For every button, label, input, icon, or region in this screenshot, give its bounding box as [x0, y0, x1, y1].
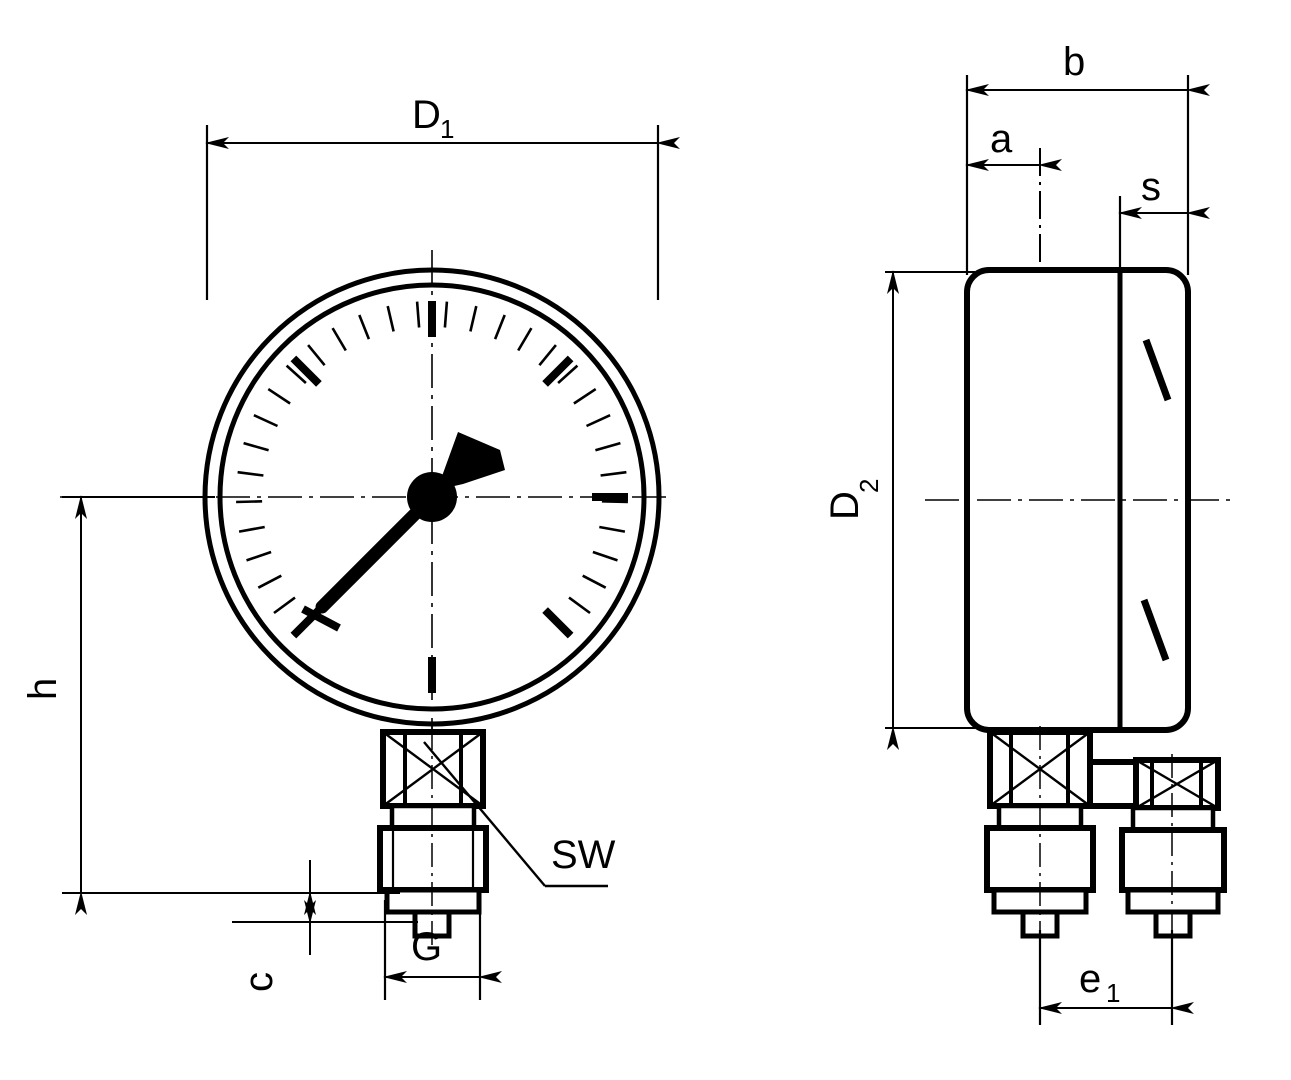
dimension-label-g: G	[411, 925, 442, 969]
right-hex-cross-b	[1135, 758, 1219, 810]
dimension-label-b: b	[1063, 40, 1085, 84]
dial-minor-tick	[517, 327, 533, 352]
dial-minor-tick	[600, 470, 627, 477]
dial-minor-tick	[243, 441, 269, 452]
side-view-group: b a s D 2	[823, 40, 1232, 1025]
dial-minor-tick	[246, 550, 272, 562]
dial-minor-tick	[253, 414, 279, 428]
dial-major-tick	[290, 355, 322, 387]
dial-minor-tick	[573, 388, 597, 405]
right-stem-bottom-flange	[1125, 887, 1221, 915]
dimension-c: c	[232, 860, 418, 992]
dial-minor-tick	[568, 596, 591, 615]
dial-needle	[301, 472, 457, 632]
dial-minor-tick	[595, 441, 621, 452]
dial-major-tick	[542, 607, 574, 639]
dimension-label-a: a	[990, 117, 1013, 161]
dimension-b: b	[965, 40, 1210, 275]
dimension-label-e1-subscript: 1	[1106, 978, 1120, 1008]
dial-minor-tick	[415, 301, 421, 328]
dimension-label-d1-subscript: 1	[440, 114, 454, 144]
dial-minor-tick	[469, 305, 478, 332]
dimension-label-h: h	[21, 678, 65, 700]
dimension-label-d2: D	[823, 491, 867, 520]
dial-minor-tick	[236, 500, 263, 504]
dial-minor-tick	[257, 574, 282, 589]
dial-minor-tick	[358, 314, 371, 340]
dial-major-tick	[542, 355, 574, 387]
dial-minor-tick	[307, 344, 326, 367]
stem-bottom-flange	[384, 887, 482, 915]
dial-set-pointer	[437, 432, 505, 490]
dimension-label-e1: e	[1079, 957, 1101, 1001]
dimension-label-c: c	[237, 972, 281, 992]
front-stem-assembly	[377, 726, 489, 946]
dimension-e1: e 1	[1038, 930, 1194, 1025]
bezel-knurl-lower-icon	[1140, 598, 1170, 662]
dial-minor-tick	[585, 414, 611, 428]
dimension-d2: D 2	[823, 270, 975, 750]
dimension-label-s: s	[1141, 165, 1161, 209]
side-stem-right	[1119, 754, 1227, 950]
right-stem-collar	[1130, 805, 1216, 833]
side-stem-left	[984, 726, 1096, 950]
dial-minor-tick	[386, 305, 395, 332]
dimension-sw: SW	[423, 741, 616, 888]
dial-minor-tick	[582, 574, 607, 589]
dial-minor-tick	[237, 470, 264, 477]
dimension-label-d2-subscript: 2	[854, 479, 884, 493]
dial-minor-tick	[601, 500, 628, 504]
dial-minor-tick	[599, 525, 626, 533]
dial-minor-tick	[285, 364, 307, 384]
dimension-d1: D 1	[205, 93, 680, 300]
dial-minor-tick	[557, 364, 579, 384]
dimension-s: s	[1118, 165, 1210, 275]
dial-minor-tick	[538, 344, 557, 367]
needle-crossbar	[301, 605, 341, 632]
front-view-group: D 1	[21, 93, 680, 1000]
dial-minor-tick	[238, 525, 265, 533]
dimension-label-sw: SW	[551, 833, 616, 877]
right-stem-thread-body	[1119, 827, 1227, 893]
needle-shaft	[315, 490, 439, 614]
dial-major-ticks	[290, 301, 628, 693]
needle-hub	[407, 472, 457, 522]
stem-collar	[389, 803, 477, 831]
dial-minor-tick	[331, 327, 347, 352]
dial-minor-tick	[267, 388, 291, 405]
dial-minor-tick	[443, 301, 449, 328]
dial-minor-tick	[592, 550, 618, 562]
sw-leader-diagonal	[423, 741, 546, 887]
dial-minor-tick	[493, 314, 506, 340]
dimension-label-d1: D	[412, 93, 441, 137]
hex-cross-b	[382, 731, 484, 807]
dial-minor-tick	[273, 596, 296, 615]
bezel-knurl-upper-icon	[1142, 338, 1172, 402]
dimension-g: G	[383, 900, 502, 1000]
stem-thread-body	[377, 825, 489, 893]
